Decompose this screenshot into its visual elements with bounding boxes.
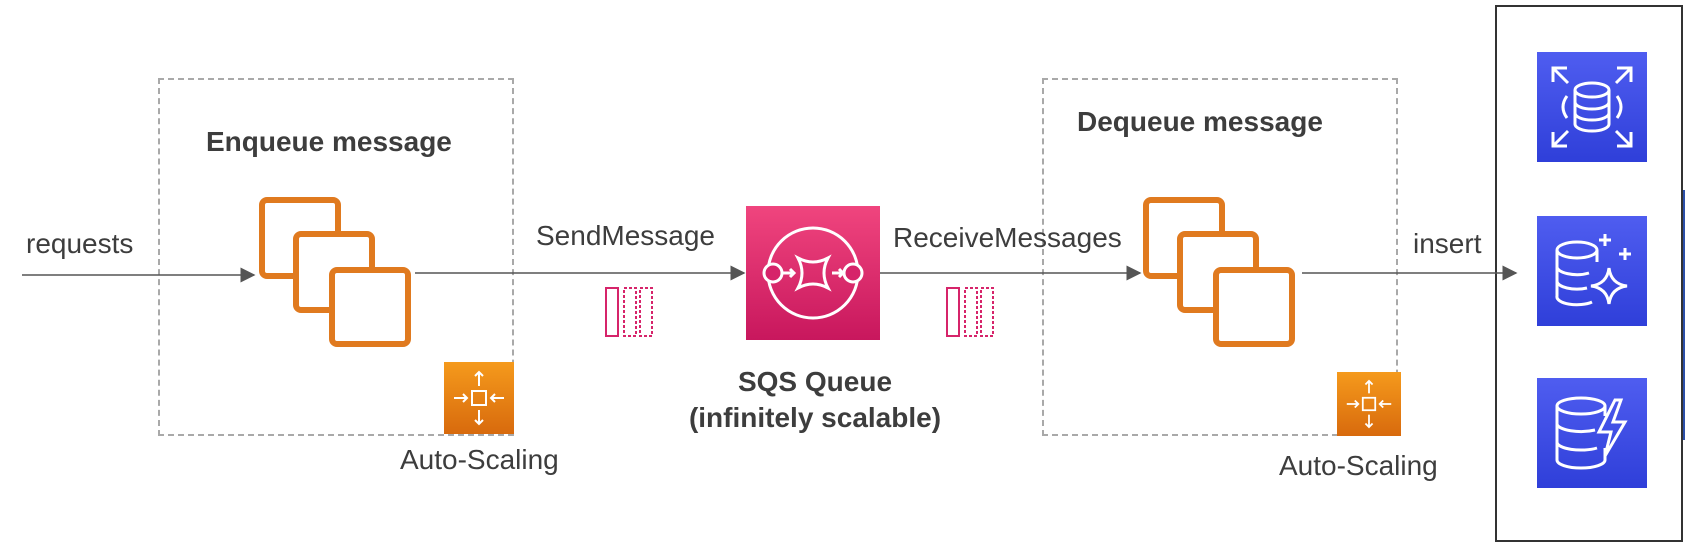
- rds-icon: [1537, 52, 1647, 162]
- auto-scaling-icon: [444, 362, 514, 434]
- sqs-title: SQS Queue: [737, 366, 893, 397]
- sqs-subtitle: (infinitely scalable): [688, 402, 942, 433]
- insert-label: insert: [1413, 228, 1482, 259]
- sqs-icon: [746, 206, 880, 340]
- sqs-queue-label: SQS Queue (infinitely scalable): [660, 364, 970, 436]
- send-message-label: SendMessage: [536, 220, 716, 251]
- dequeue-group: [1042, 78, 1398, 436]
- aurora-icon: [1537, 216, 1647, 326]
- autoscaling-label-right: Auto-Scaling: [1279, 450, 1438, 481]
- message-icon: [946, 287, 994, 337]
- auto-scaling-icon: [1337, 372, 1401, 436]
- enqueue-title: Enqueue message: [206, 126, 452, 157]
- dynamodb-icon: [1537, 378, 1647, 488]
- receive-messages-label: ReceiveMessages: [893, 222, 1122, 253]
- ec2-instances-icon: [1143, 197, 1295, 347]
- enqueue-group: [158, 78, 514, 436]
- edge-divider: [1683, 190, 1685, 440]
- message-icon: [605, 287, 653, 337]
- autoscaling-label-left: Auto-Scaling: [400, 444, 559, 475]
- dequeue-title: Dequeue message: [1077, 106, 1323, 137]
- requests-label: requests: [26, 228, 134, 259]
- ec2-instances-icon: [259, 197, 411, 347]
